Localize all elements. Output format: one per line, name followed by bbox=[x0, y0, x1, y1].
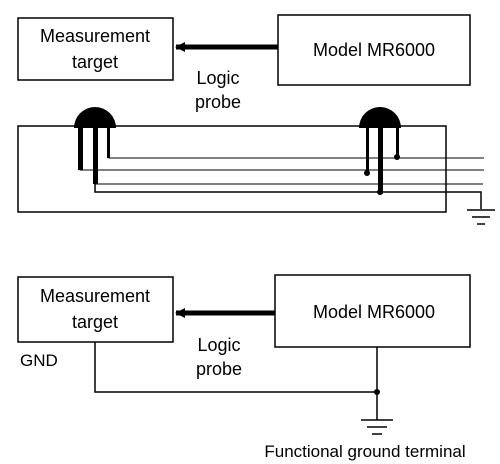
junction-dot bbox=[394, 154, 400, 160]
bottom-ground-symbol-icon bbox=[361, 419, 393, 435]
functional-ground-terminal-label: Functional ground terminal bbox=[264, 442, 465, 461]
top-logic-probe-label-line1: Logic bbox=[196, 68, 239, 88]
top-logic-probe-label-line2: probe bbox=[195, 92, 241, 112]
bottom-mr6000-box bbox=[274, 274, 471, 348]
top-measurement-target-label-line1: Measurement bbox=[40, 26, 150, 46]
bottom-measurement-target-label-line2: target bbox=[72, 312, 118, 332]
bottom-logic-probe-label-line2: probe bbox=[196, 359, 242, 379]
top-signal-wires bbox=[79, 128, 484, 185]
bottom-logic-probe-label-line1: Logic bbox=[197, 335, 240, 355]
junction-dot bbox=[374, 389, 380, 395]
top-diagram: Measurement target Model MR6000 Logic pr… bbox=[17, 14, 495, 225]
top-enclosure bbox=[17, 125, 447, 213]
bottom-ground-wire bbox=[94, 342, 377, 393]
top-ground-wire bbox=[94, 184, 482, 209]
right-connector-icon bbox=[359, 107, 401, 194]
bottom-measurement-target-label-line1: Measurement bbox=[40, 286, 150, 306]
junction-dot bbox=[364, 170, 370, 176]
bottom-diagram: Measurement target Model MR6000 Logic pr… bbox=[17, 274, 471, 461]
top-ground-symbol-icon bbox=[467, 209, 495, 225]
top-mr6000-label: Model MR6000 bbox=[313, 40, 435, 60]
top-measurement-target-box bbox=[17, 17, 174, 81]
top-mr6000-box bbox=[277, 14, 471, 86]
bottom-mr6000-label: Model MR6000 bbox=[313, 302, 435, 322]
top-measurement-target-label-line2: target bbox=[72, 52, 118, 72]
gnd-label: GND bbox=[20, 351, 58, 370]
bottom-measurement-target-box bbox=[17, 276, 174, 343]
